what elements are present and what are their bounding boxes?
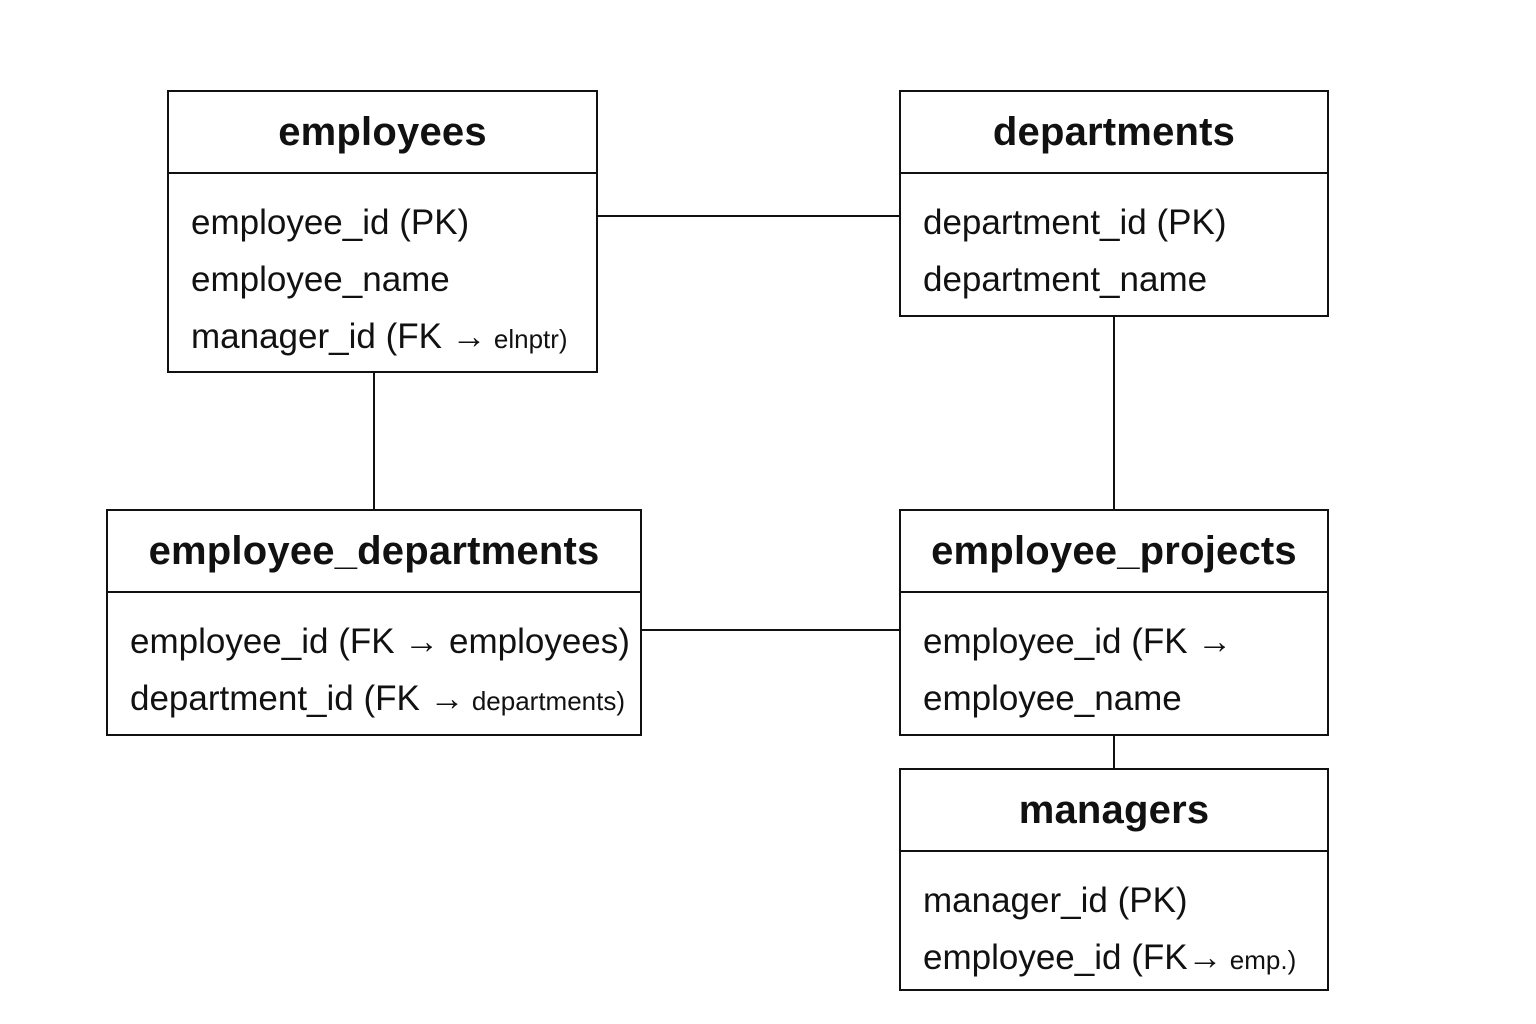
entity-title: managers (901, 770, 1327, 852)
entity-title: departments (901, 92, 1327, 174)
field-reference-suffix: emp.) (1222, 945, 1297, 975)
field-employee-name: employee_name (923, 679, 1182, 718)
entity-employee-departments[interactable]: employee_departments employee_id (FK → e… (106, 509, 642, 736)
field-manager-id: manager_id (FK → elnptr) (191, 317, 568, 356)
field-employee-name: employee_name (191, 260, 450, 299)
entity-field-list: employee_id (FK → employees) department_… (108, 593, 640, 730)
entity-employee-projects[interactable]: employee_projects employee_id (FK → empl… (899, 509, 1329, 736)
entity-field-list: department_id (PK) department_name (901, 174, 1327, 308)
entity-managers[interactable]: managers manager_id (PK) employee_id (FK… (899, 768, 1329, 991)
field-department-id: department_id (PK) (923, 203, 1227, 242)
entity-employees[interactable]: employees employee_id (PK) employee_name… (167, 90, 598, 373)
field-employee-id: employee_id (FK→ emp.) (923, 938, 1297, 977)
field-reference-suffix: elnptr) (486, 324, 568, 354)
entity-title: employees (169, 92, 596, 174)
field-department-name: department_name (923, 260, 1208, 299)
field-department-id: department_id (FK → departments) (130, 679, 625, 718)
field-employee-id: employee_id (FK → (923, 622, 1233, 661)
entity-field-list: employee_id (PK) employee_name manager_i… (169, 174, 596, 368)
field-employee-id: employee_id (PK) (191, 203, 470, 242)
entity-departments[interactable]: departments department_id (PK) departmen… (899, 90, 1329, 317)
entity-title: employee_projects (901, 511, 1327, 593)
entity-title: employee_departments (108, 511, 640, 593)
entity-field-list: employee_id (FK → employee_name (901, 593, 1327, 727)
field-reference-suffix: departments) (464, 686, 625, 716)
entity-field-list: manager_id (PK) employee_id (FK→ emp.) (901, 852, 1327, 989)
field-manager-id: manager_id (PK) (923, 881, 1188, 920)
field-employee-id: employee_id (FK → employees) (130, 622, 630, 661)
